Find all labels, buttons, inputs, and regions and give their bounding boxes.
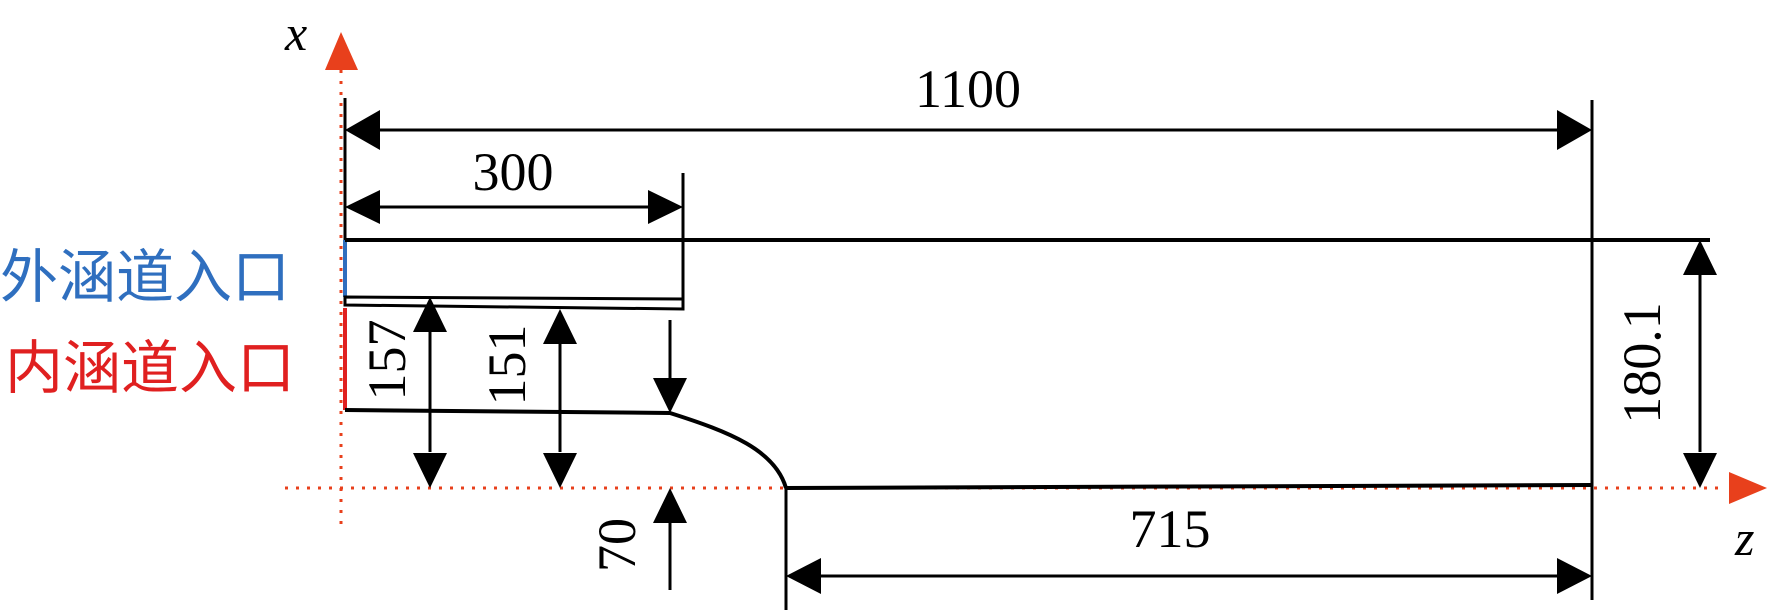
arrowhead-icon — [543, 309, 577, 344]
arrowhead-icon — [1683, 240, 1717, 275]
x-axis-label: x — [284, 5, 307, 61]
x-axis-arrow-icon — [325, 32, 358, 70]
dimension-label-1100: 1100 — [915, 59, 1021, 119]
dimension-label-151: 151 — [477, 325, 537, 406]
arrowhead-icon — [413, 453, 447, 488]
outer-inlet-label: 外涵道入口 — [0, 243, 290, 311]
centerline-wall — [785, 483, 1593, 490]
hub-contour — [344, 408, 788, 489]
arrowhead-icon — [1557, 558, 1592, 594]
arrowhead-icon — [1683, 453, 1717, 488]
arrowhead-icon — [413, 297, 447, 332]
z-axis-arrow-icon — [1729, 472, 1767, 504]
arrowhead-icon — [653, 378, 687, 413]
arrowhead-icon — [653, 488, 687, 523]
dimension-label-70: 70 — [587, 518, 647, 572]
splitter-plate — [343, 295, 685, 311]
arrowhead-icon — [543, 453, 577, 488]
arrowhead-icon — [345, 110, 380, 150]
arrowhead-icon — [345, 190, 380, 224]
dimension-label-180-1: 180.1 — [1612, 302, 1672, 424]
arrowhead-icon — [786, 558, 821, 594]
dimension-label-715: 715 — [1130, 499, 1211, 559]
z-axis-label: z — [1734, 510, 1754, 566]
arrowhead-icon — [1557, 110, 1592, 150]
dimension-label-157: 157 — [357, 320, 417, 401]
arrowhead-icon — [648, 190, 683, 224]
dimension-label-300: 300 — [473, 142, 554, 202]
inner-inlet-label: 内涵道入口 — [5, 334, 295, 402]
